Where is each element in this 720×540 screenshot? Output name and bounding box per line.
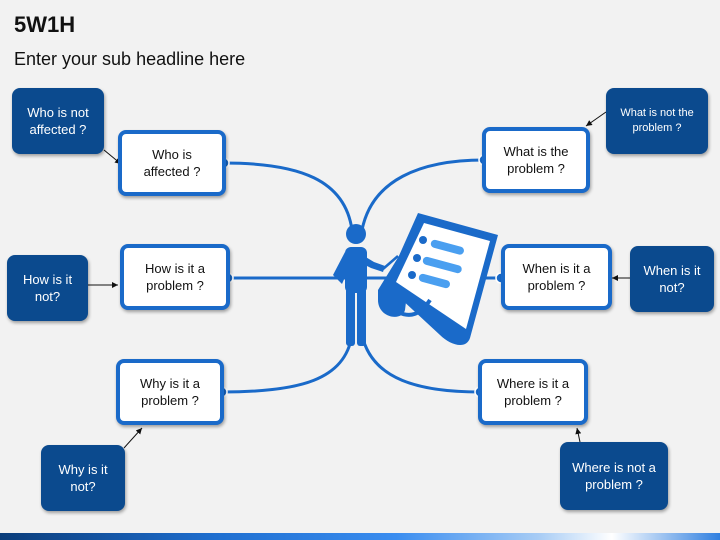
page-title: 5W1H bbox=[14, 12, 76, 37]
where-not-box: Where is not a problem ? bbox=[560, 442, 668, 510]
connector-what bbox=[360, 158, 485, 231]
when-not-label: When is it not? bbox=[643, 263, 701, 295]
arrow-where-not bbox=[575, 427, 582, 443]
connector-why bbox=[221, 334, 354, 394]
what-not-label: What is not the problem ? bbox=[620, 107, 694, 134]
how-not-box: How is it not? bbox=[7, 255, 88, 321]
why-not-label: Why is it not? bbox=[58, 462, 108, 494]
when-label: When is it a problem ? bbox=[522, 261, 591, 293]
what-box: What is the problem ? bbox=[482, 127, 590, 193]
page-subtitle: Enter your sub headline here bbox=[14, 49, 246, 69]
when-box: When is it a problem ? bbox=[501, 244, 612, 310]
connector-where bbox=[360, 334, 481, 394]
how-label: How is it a problem ? bbox=[145, 261, 205, 293]
document-icon bbox=[378, 213, 498, 346]
where-not-label: Where is not a problem ? bbox=[572, 460, 656, 492]
footer-bar bbox=[0, 533, 720, 540]
why-not-box: Why is it not? bbox=[41, 445, 125, 511]
what-not-box: What is not the problem ? bbox=[606, 88, 708, 154]
when-not-box: When is it not? bbox=[630, 246, 714, 312]
why-box: Why is it a problem ? bbox=[116, 359, 224, 425]
who-box: Who is affected ? bbox=[118, 130, 226, 196]
arrow-what-not bbox=[585, 111, 607, 127]
how-box: How is it a problem ? bbox=[120, 244, 230, 310]
arrow-why-not bbox=[123, 427, 143, 449]
where-box: Where is it a problem ? bbox=[478, 359, 588, 425]
how-not-label: How is it not? bbox=[22, 272, 73, 304]
who-not-label: Who is not affected ? bbox=[27, 105, 89, 137]
what-label: What is the problem ? bbox=[503, 144, 569, 176]
who-not-box: Who is not affected ? bbox=[12, 88, 104, 154]
why-label: Why is it a problem ? bbox=[140, 376, 200, 408]
where-label: Where is it a problem ? bbox=[496, 376, 570, 408]
connector-who bbox=[223, 161, 354, 231]
presenter-icon bbox=[333, 224, 399, 346]
who-label: Who is affected ? bbox=[143, 147, 201, 179]
